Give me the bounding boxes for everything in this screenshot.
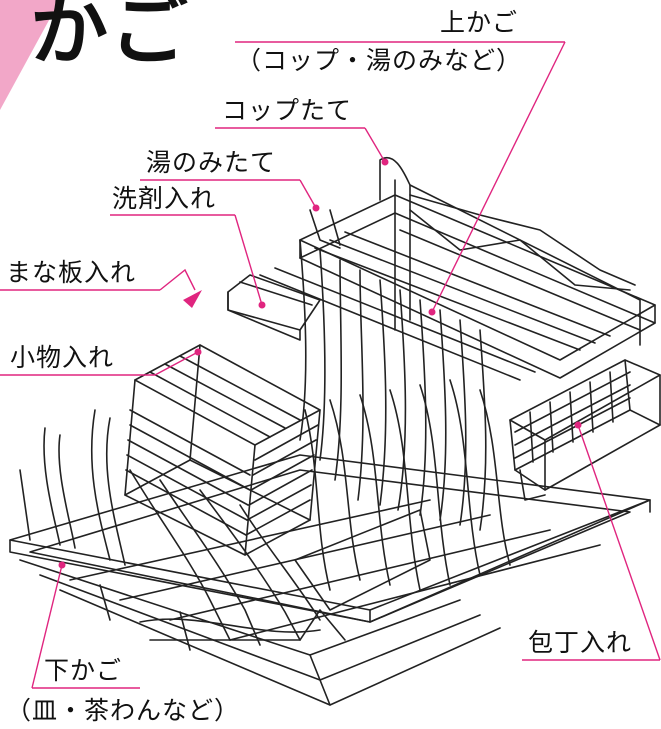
label-cup-stand: コップたて [222, 96, 353, 125]
cutting-board-arrow [183, 290, 202, 308]
label-knife-holder: 包丁入れ [528, 628, 633, 657]
label-small-items: 小物入れ [10, 343, 115, 372]
label-detergent: 洗剤入れ [112, 184, 217, 213]
upper-basket [259, 156, 656, 531]
label-teacup-stand: 湯のみたて [146, 148, 277, 177]
label-upper-basket-sub: （コップ・湯のみなど） [236, 46, 523, 75]
label-lower-basket-sub: （皿・茶わんなど） [6, 696, 241, 725]
pink-corner [0, 0, 60, 110]
page-heading: かご [30, 0, 191, 76]
label-upper-basket: 上かご [440, 8, 519, 37]
label-lower-basket: 下かご [44, 656, 123, 685]
knife-holder [509, 359, 661, 501]
detergent-tray [227, 274, 321, 341]
label-cutting-board: まな板入れ [6, 258, 137, 287]
small-items-basket [124, 344, 321, 556]
